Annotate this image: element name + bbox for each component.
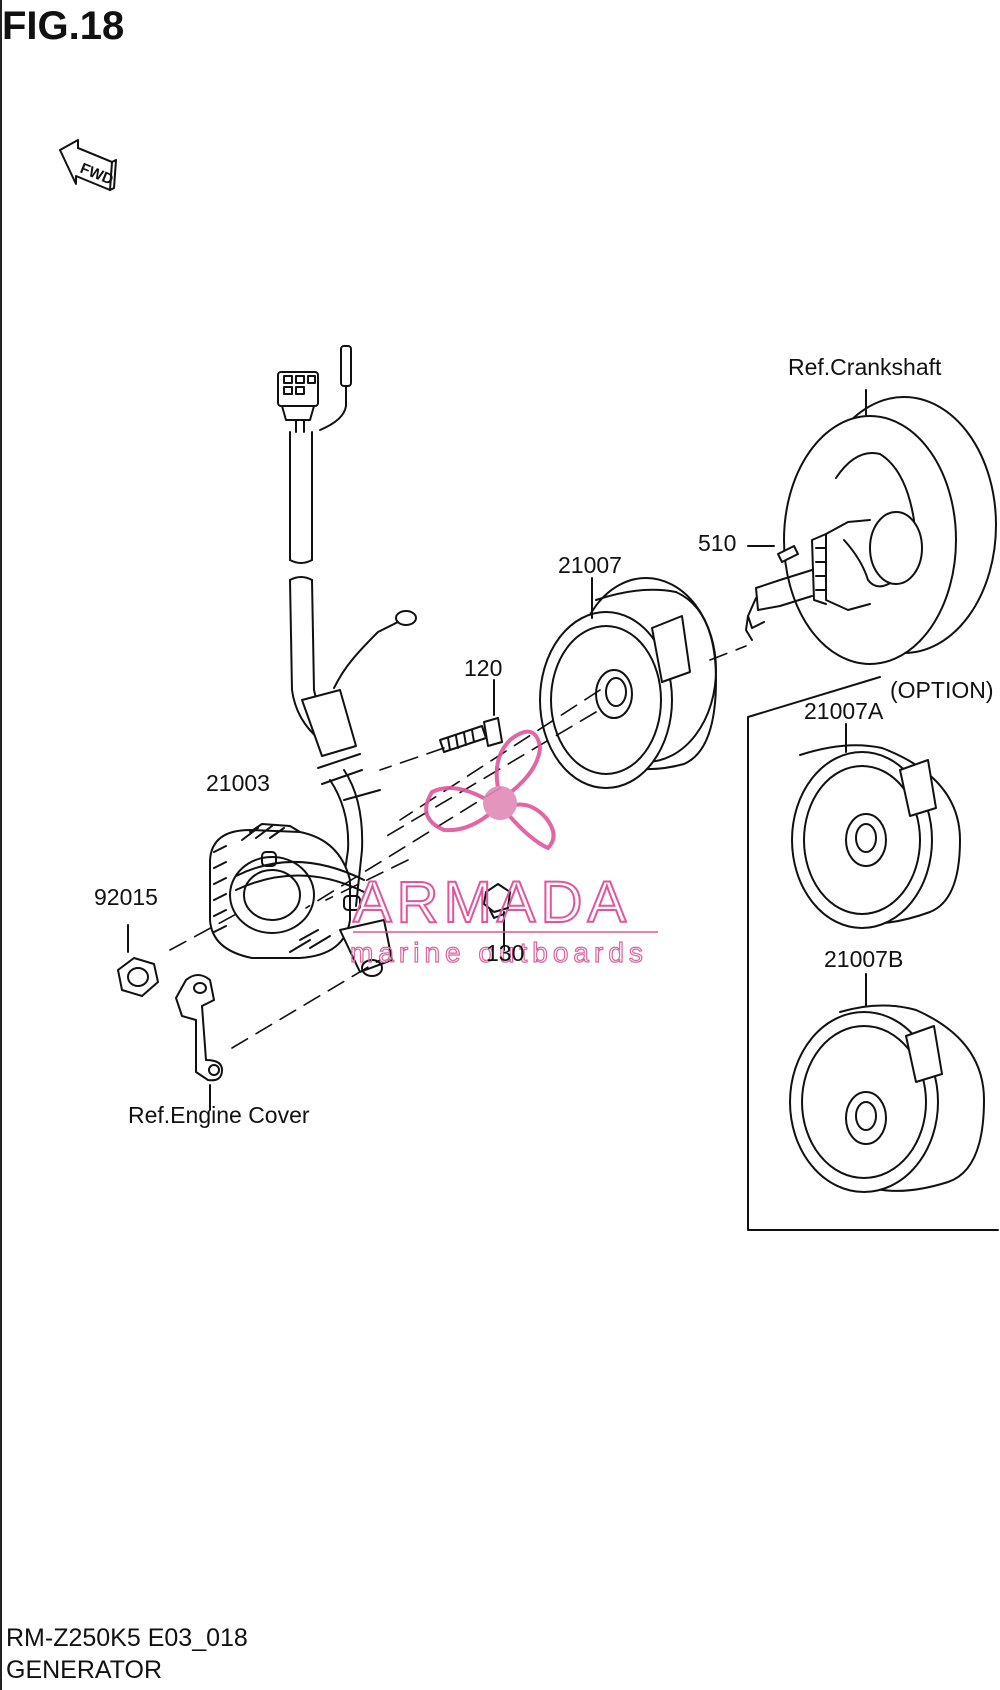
watermark-tagline: marine outboards (350, 937, 648, 968)
flange-nut (117, 924, 159, 997)
label-rotor-21007: 21007 (558, 552, 622, 578)
rotor-21007A (791, 723, 961, 929)
label-screw-130: 130 (486, 940, 525, 966)
option-box-title: (OPTION) (890, 677, 994, 703)
page-right-border (0, 0, 2, 1690)
footer-section-name: GENERATOR (6, 1656, 163, 1684)
label-engine-cover: Ref.Engine Cover (128, 1102, 310, 1128)
stator-assembly (209, 823, 393, 977)
label-crankshaft: Ref.Crankshaft (788, 354, 942, 380)
rotor-21007 (539, 577, 717, 789)
label-nut-92015: 92015 (94, 884, 158, 910)
screw-130 (483, 883, 511, 951)
figure-title: FIG.18 (2, 4, 125, 48)
label-stator-21003: 21003 (206, 770, 270, 796)
rotor-21007B (789, 973, 985, 1193)
engine-cover-bracket (175, 974, 223, 1111)
footer-model-code: RM-Z250K5 E03_018 (6, 1624, 248, 1652)
label-rotor-21007A: 21007A (804, 698, 884, 724)
label-key-510: 510 (698, 530, 737, 556)
crankshaft (745, 389, 997, 665)
wiring-harness (277, 345, 417, 907)
option-box-frame (747, 676, 999, 1231)
watermark-brand: ARMADA (353, 870, 631, 935)
fwd-arrow-icon (59, 139, 117, 191)
armada-watermark-logo (424, 729, 556, 851)
bolt-120 (439, 679, 503, 753)
label-bolt-120: 120 (464, 655, 503, 681)
label-rotor-21007B: 21007B (824, 946, 904, 972)
